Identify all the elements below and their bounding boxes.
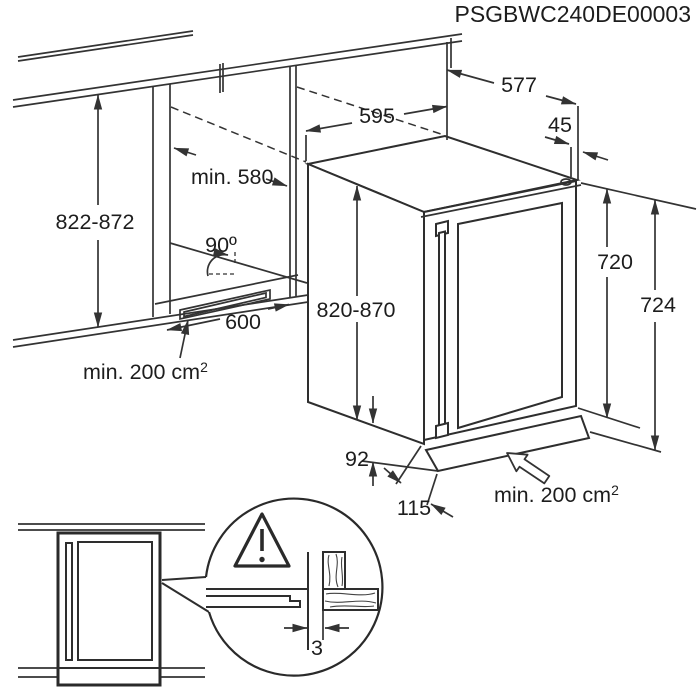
niche-depth-guide-line (170, 106, 307, 163)
dim-appliance-depth: 577 (501, 73, 537, 97)
appliance (304, 134, 591, 473)
door-hinge (560, 178, 572, 186)
dim-door-angle: 90º (205, 233, 237, 257)
callout-wedge (161, 576, 210, 613)
dim-door-clearance: 45 (548, 113, 572, 137)
dim-plinth-recess: 115 (397, 496, 431, 520)
niche (152, 65, 445, 321)
vent-area-rear-label: min. 200 cm2 (494, 482, 619, 507)
section-profile (206, 552, 309, 650)
detail-circle-outline (204, 497, 384, 677)
counter-and-wall (12, 30, 463, 348)
front-view-appliance (56, 531, 162, 687)
door-glass-panel (457, 201, 563, 430)
door-angle: 90º (205, 233, 237, 277)
detail-circle: 3 (204, 497, 384, 677)
plinth-vent-slot (179, 288, 271, 321)
dim-side-gap: 3 (311, 636, 323, 660)
model-code: PSGBWC240DE00003 (454, 1, 691, 27)
dim-total-height: 724 (640, 293, 676, 317)
dim-plinth-height: 92 (345, 447, 369, 471)
front-view-door-glass (77, 541, 153, 661)
front-view (18, 523, 210, 687)
wood-panel (322, 551, 379, 640)
appliance-left-face (307, 162, 425, 446)
warning-icon (233, 512, 291, 568)
dim-niche-depth: min. 580 (191, 165, 274, 189)
airflow-arrow-icon (506, 452, 551, 485)
front-view-handle (65, 542, 73, 661)
door-handle (435, 219, 449, 440)
dimension-annotations: 822-872 min. 580 90º 595 577 45 820-8 (56, 42, 697, 520)
open-door-line (169, 242, 308, 284)
dim-appliance-width: 595 (359, 104, 395, 128)
gap-dimension: 3 (284, 623, 349, 660)
dim-plinth-vent-width: 600 (225, 310, 261, 334)
appliance-door (423, 179, 577, 442)
dim-door-height: 720 (597, 250, 633, 274)
appliance-base (424, 414, 591, 473)
vent-area-plinth-label: min. 200 cm2 (83, 359, 208, 384)
dim-appliance-height: 820-870 (317, 298, 396, 322)
dim-niche-height: 822-872 (56, 210, 135, 234)
